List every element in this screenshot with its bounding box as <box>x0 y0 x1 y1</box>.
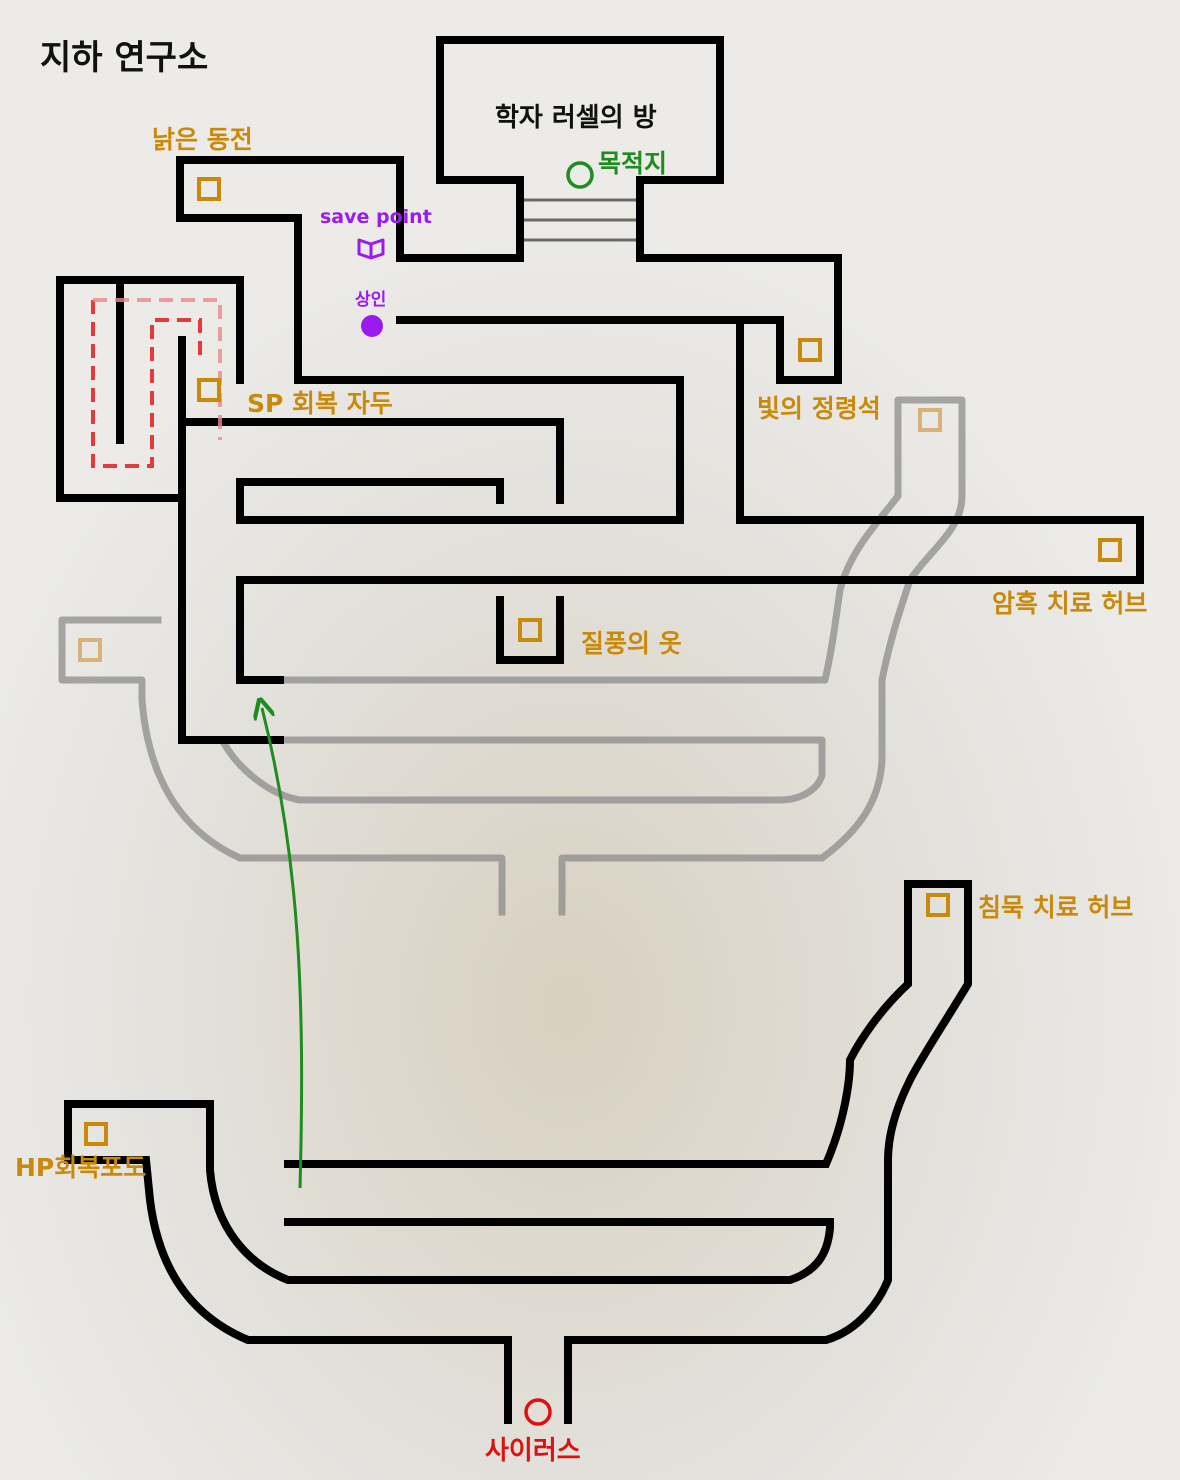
merchant-label: 상인 <box>355 290 387 310</box>
item-label-old-coin: 낡은 동전 <box>152 125 253 154</box>
route-arrow <box>262 708 304 1189</box>
item-box-darkness-herb[interactable] <box>1098 538 1122 562</box>
wall-lower-outer-left <box>284 880 972 1424</box>
faded-corridors <box>58 396 966 916</box>
item-label-silence-herb: 침묵 치료 허브 <box>978 893 1134 922</box>
item-label-sp-plum: SP 회복 자두 <box>247 389 393 418</box>
wall-alcove <box>496 596 564 664</box>
start-marker-icon[interactable] <box>524 1398 552 1426</box>
item-box-gale-clothes[interactable] <box>518 618 542 642</box>
item-box-sp-plum[interactable] <box>197 378 221 402</box>
faded-item-box-left <box>78 638 102 662</box>
item-label-gale-clothes: 질풍의 옷 <box>581 629 682 658</box>
map-title: 지하 연구소 <box>40 38 209 78</box>
start-label: 사이러스 <box>485 1436 581 1466</box>
room-wall <box>396 36 842 384</box>
item-label-darkness-herb: 암흑 치료 허브 <box>992 589 1148 618</box>
map-walls <box>56 36 1144 1424</box>
wall-spur <box>178 418 564 504</box>
item-box-light-spirit[interactable] <box>798 338 822 362</box>
faded-item-markers <box>78 408 942 662</box>
faded-wall-inner-loop <box>220 736 826 804</box>
faded-wall-outer-right <box>276 396 966 916</box>
item-markers <box>84 177 1122 1146</box>
destination-marker-icon[interactable] <box>566 161 594 189</box>
item-box-hp-grape[interactable] <box>84 1122 108 1146</box>
wall-upper-left <box>176 156 684 524</box>
item-box-old-coin[interactable] <box>197 177 221 201</box>
item-label-light-spirit: 빛의 정령석 <box>757 394 881 423</box>
item-label-hp-grape: HP회복포도 <box>15 1153 147 1182</box>
item-box-silence-herb[interactable] <box>926 893 950 917</box>
room-label-scholar: 학자 러셀의 방 <box>495 103 657 133</box>
merchant-icon[interactable] <box>361 315 383 337</box>
wall-left-room <box>56 276 284 744</box>
faded-wall-outer-left <box>58 616 506 916</box>
wall-lower-inner <box>64 1100 834 1424</box>
destination-label: 목적지 <box>598 149 668 178</box>
bridge-lines <box>524 198 636 242</box>
wall-right-corridor <box>236 316 1144 684</box>
save-point-book-icon[interactable] <box>357 238 385 260</box>
save-point-label: save point <box>320 206 432 228</box>
faded-item-box-right <box>918 408 942 432</box>
